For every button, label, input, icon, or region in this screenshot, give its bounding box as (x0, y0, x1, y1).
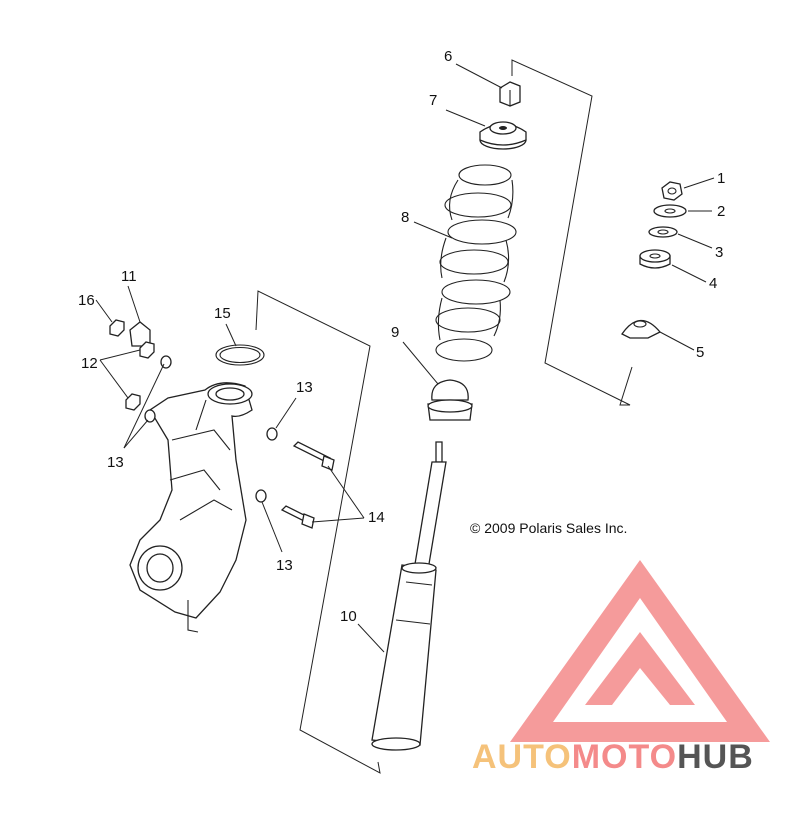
part-washer-13d (255, 489, 267, 503)
upper-bracket (511, 59, 633, 406)
part-nut-top (499, 81, 521, 107)
callout-13-lower: 13 (276, 557, 293, 574)
part-washer-13c (266, 427, 278, 441)
watermark-word-moto: MOTO (572, 738, 677, 776)
part-washer-13b (144, 409, 156, 423)
callout-16: 16 (78, 292, 95, 309)
callout-4: 4 (709, 275, 717, 292)
callout-13-left: 13 (107, 454, 124, 471)
callout-6: 6 (444, 48, 452, 65)
callout-2: 2 (717, 203, 725, 220)
callout-12: 12 (81, 355, 98, 372)
part-nut-16 (109, 319, 125, 337)
part-o-ring (215, 344, 265, 366)
part-bolt-upper (292, 441, 335, 471)
automotohub-logo (510, 560, 770, 742)
callout-10: 10 (340, 608, 357, 625)
callout-5: 5 (696, 344, 704, 361)
callout-7: 7 (429, 92, 437, 109)
callout-15: 15 (214, 305, 231, 322)
callout-14: 14 (368, 509, 385, 526)
part-nut-12b (125, 393, 141, 411)
copyright-text: © 2009 Polaris Sales Inc. (470, 520, 627, 536)
part-nut-12a (139, 341, 155, 359)
part-bolt-lower (280, 505, 315, 529)
part-top-nut (661, 181, 683, 201)
part-coil-spring (435, 164, 517, 362)
part-clip-bracket (129, 321, 151, 347)
part-steering-knuckle (129, 382, 253, 633)
watermark-word-auto: AUTO (472, 738, 572, 776)
callout-11: 11 (121, 268, 137, 285)
callout-9: 9 (391, 324, 399, 341)
watermark-text: AUTOMOTOHUB (472, 738, 754, 776)
part-washer-2 (648, 226, 678, 238)
callout-1: 1 (717, 170, 725, 187)
part-bushing (639, 249, 671, 269)
part-washer-1 (653, 204, 687, 218)
callout-13-upper: 13 (296, 379, 313, 396)
lower-bracket (255, 290, 381, 774)
watermark-word-hub: HUB (677, 738, 754, 776)
part-shock-absorber (371, 441, 447, 751)
part-mount-cup (621, 319, 662, 339)
part-spring-seat (479, 121, 527, 150)
leader-lines (95, 63, 715, 653)
callout-3: 3 (715, 244, 723, 261)
part-bump-stop (427, 379, 473, 421)
callout-8: 8 (401, 209, 409, 226)
